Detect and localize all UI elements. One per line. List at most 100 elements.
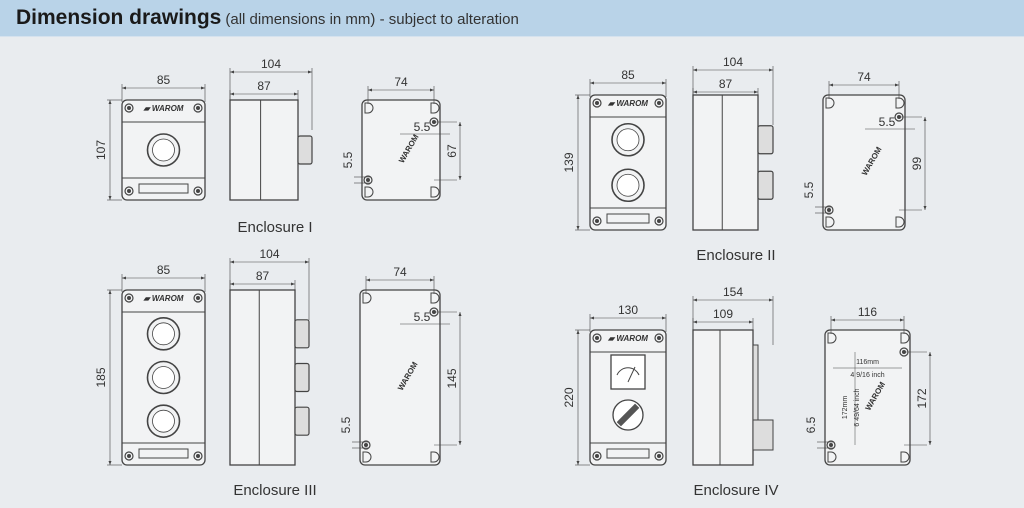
arrowhead	[230, 260, 234, 264]
corner-notch	[430, 451, 440, 463]
arrowhead	[829, 83, 833, 87]
screw-icon	[124, 293, 134, 303]
arrowhead	[291, 282, 295, 286]
enclosure-1: ▰ WAROM8510710487WAROM74675.55.5Enclosur…	[94, 57, 462, 236]
screw-icon	[826, 440, 836, 450]
dimension-label: 116mm	[856, 359, 879, 366]
arrowhead	[576, 330, 580, 334]
dimension-label: 6.5	[804, 416, 818, 433]
dimension-label: 87	[257, 79, 271, 93]
dimension-label: 172mm	[842, 396, 849, 420]
label-plate	[606, 448, 650, 459]
screw-head	[595, 336, 599, 340]
corner-notch	[895, 216, 905, 228]
arrowhead	[458, 312, 462, 316]
dimension-label: 104	[261, 57, 281, 71]
dimension-label: 104	[723, 55, 743, 69]
arrowhead	[108, 290, 112, 294]
arrowhead	[693, 320, 697, 324]
push-button-icon	[146, 404, 181, 438]
corner-notch	[430, 292, 440, 304]
button-protrusion	[297, 135, 313, 165]
arrowhead	[230, 70, 234, 74]
screw-icon	[592, 216, 602, 226]
dimension-label: 74	[857, 70, 871, 84]
dimension-label: 74	[394, 75, 408, 89]
meter-scale	[616, 367, 640, 376]
arrowhead	[895, 83, 899, 87]
screw-icon	[193, 293, 203, 303]
corner-notch	[430, 186, 440, 198]
dimension-label: 139	[562, 152, 576, 172]
switch-handle	[616, 403, 640, 427]
dimension-label: 107	[94, 140, 108, 160]
arrowhead	[662, 81, 666, 85]
enclosure-title: Enclosure III	[233, 482, 316, 499]
screw-head	[829, 443, 833, 447]
corner-notch	[362, 451, 372, 463]
dimension-label: 145	[445, 368, 459, 388]
screw-head	[196, 454, 200, 458]
corner-notch	[825, 97, 835, 109]
arrowhead	[900, 318, 904, 322]
push-button-cap	[152, 138, 175, 162]
arrowhead	[590, 316, 594, 320]
arrowhead	[831, 318, 835, 322]
screw-head	[196, 106, 200, 110]
screw-head	[127, 454, 131, 458]
corner-notch	[900, 332, 910, 344]
dimension-label: 4 9/16 inch	[850, 372, 884, 379]
back-view-body	[359, 289, 441, 466]
arrowhead	[430, 88, 434, 92]
screw-icon	[363, 175, 373, 185]
meter-protrusion	[752, 344, 759, 421]
page-subtitle: (all dimensions in mm) - subject to alte…	[225, 11, 519, 28]
corner-notch	[895, 97, 905, 109]
label-plate	[138, 448, 189, 459]
front-view-body	[589, 94, 667, 231]
label-plate	[606, 213, 650, 224]
screw-icon	[193, 103, 203, 113]
screw-head	[127, 189, 131, 193]
dimension-label: 85	[157, 73, 171, 87]
side-view-body	[229, 289, 296, 466]
dimension-label: 5.5	[802, 181, 816, 198]
corner-notch	[364, 102, 374, 114]
screw-head	[657, 454, 661, 458]
screw-head	[127, 106, 131, 110]
dimension-label: 154	[723, 285, 743, 299]
dimension-label: 5.5	[341, 151, 355, 168]
dimension-label: 5.5	[414, 120, 431, 134]
dimension-label: 5.5	[879, 115, 896, 129]
arrowhead	[576, 461, 580, 465]
screw-icon	[592, 451, 602, 461]
dimension-label: 85	[157, 263, 171, 277]
back-view-body	[824, 329, 911, 466]
screw-head	[657, 101, 661, 105]
arrowhead	[294, 92, 298, 96]
screw-head	[595, 454, 599, 458]
dimension-label: 67	[445, 144, 459, 158]
screw-icon	[654, 451, 664, 461]
warom-logo: ▰ WAROM	[607, 334, 648, 343]
corner-notch	[827, 451, 837, 463]
warom-logo: ▰ WAROM	[607, 99, 648, 108]
arrowhead	[122, 86, 126, 90]
arrowhead	[928, 441, 932, 445]
screw-head	[657, 219, 661, 223]
arrowhead	[201, 86, 205, 90]
arrowhead	[749, 320, 753, 324]
dimension-label: 220	[562, 387, 576, 407]
side-view-body	[229, 99, 299, 201]
enclosure-3: ▰ WAROM8518510487WAROM741455.55.5Enclosu…	[94, 247, 462, 499]
arrowhead	[928, 352, 932, 356]
warom-logo: ▰ WAROM	[143, 104, 184, 113]
arrowhead	[230, 92, 234, 96]
screw-head	[366, 178, 370, 182]
button-protrusion	[294, 319, 310, 349]
enclosure-4: ▰ WAROM130220154109WAROM1161726.5116mm4 …	[562, 285, 932, 499]
push-button-icon	[611, 122, 645, 157]
switch-protrusion	[752, 419, 774, 451]
arrowhead	[590, 81, 594, 85]
